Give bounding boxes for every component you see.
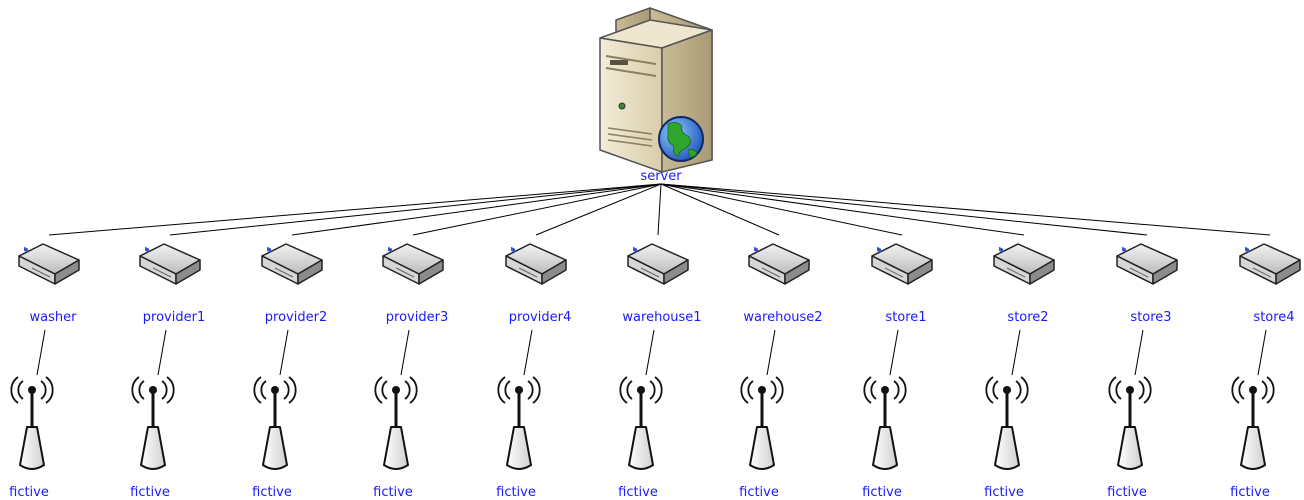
link-provider3-antenna — [400, 329, 410, 376]
antenna-label: fictive — [862, 485, 902, 500]
link-server-provider1 — [169, 183, 662, 236]
router-icon — [871, 243, 933, 285]
antenna-node-store4[interactable]: fictive — [1230, 375, 1276, 500]
device-label: provider1 — [143, 310, 205, 325]
wireless-antenna-icon — [739, 375, 785, 471]
wireless-antenna-icon — [1107, 375, 1153, 471]
device-label: provider2 — [265, 310, 327, 325]
antenna-node-warehouse1[interactable]: fictive — [618, 375, 664, 500]
router-icon — [261, 243, 323, 285]
antenna-node-provider3[interactable]: fictive — [373, 375, 419, 500]
antenna-node-washer[interactable]: fictive — [9, 375, 55, 500]
link-server-store3 — [660, 183, 1148, 236]
device-label: store1 — [885, 310, 926, 325]
link-server-warehouse2 — [660, 183, 780, 236]
antenna-node-warehouse2[interactable]: fictive — [739, 375, 785, 500]
link-server-provider2 — [291, 183, 662, 236]
device-node-provider2[interactable]: provider2 — [261, 243, 327, 325]
antenna-label: fictive — [618, 485, 658, 500]
link-store1-antenna — [889, 329, 899, 376]
wireless-antenna-icon — [252, 375, 298, 471]
antenna-label: fictive — [373, 485, 413, 500]
device-node-provider3[interactable]: provider3 — [382, 243, 448, 325]
antenna-label: fictive — [1107, 485, 1147, 500]
antenna-node-provider4[interactable]: fictive — [496, 375, 542, 500]
wireless-antenna-icon — [1230, 375, 1276, 471]
wireless-antenna-icon — [130, 375, 176, 471]
link-washer-antenna — [36, 329, 46, 376]
device-label: washer — [30, 310, 78, 325]
link-warehouse1-antenna — [645, 329, 655, 376]
device-node-warehouse1[interactable]: warehouse1 — [622, 243, 702, 325]
antenna-node-provider2[interactable]: fictive — [252, 375, 298, 500]
device-label: store3 — [1130, 310, 1171, 325]
link-store4-antenna — [1257, 329, 1267, 376]
router-icon — [627, 243, 689, 285]
wireless-antenna-icon — [373, 375, 419, 471]
router-icon — [139, 243, 201, 285]
wireless-antenna-icon — [9, 375, 55, 471]
connections — [36, 183, 1271, 376]
router-icon — [382, 243, 444, 285]
link-server-washer — [48, 183, 662, 236]
device-label: warehouse1 — [622, 310, 701, 325]
link-warehouse2-antenna — [766, 329, 776, 376]
device-node-store1[interactable]: store1 — [871, 243, 933, 325]
link-server-provider4 — [535, 183, 662, 236]
wireless-antenna-icon — [984, 375, 1030, 471]
antenna-node-store2[interactable]: fictive — [984, 375, 1030, 500]
link-store3-antenna — [1134, 329, 1144, 376]
device-label: store4 — [1253, 310, 1294, 325]
link-server-store2 — [660, 183, 1025, 236]
router-icon — [993, 243, 1055, 285]
link-provider2-antenna — [279, 329, 289, 376]
antenna-label: fictive — [496, 485, 536, 500]
antenna-node-store1[interactable]: fictive — [862, 375, 908, 500]
device-label: provider3 — [386, 310, 448, 325]
device-label: provider4 — [509, 310, 571, 325]
antenna-node-store3[interactable]: fictive — [1107, 375, 1153, 500]
antenna-label: fictive — [252, 485, 292, 500]
link-server-provider3 — [412, 183, 662, 236]
wireless-antenna-icon — [618, 375, 664, 471]
link-provider1-antenna — [157, 329, 167, 376]
server-node[interactable]: server — [599, 7, 713, 184]
antenna-label: fictive — [984, 485, 1024, 500]
device-node-store4[interactable]: store4 — [1239, 243, 1301, 325]
device-label: store2 — [1007, 310, 1048, 325]
antenna-label: fictive — [9, 485, 49, 500]
device-node-store2[interactable]: store2 — [993, 243, 1055, 325]
router-icon — [1239, 243, 1301, 285]
wireless-antenna-icon — [496, 375, 542, 471]
server-globe-icon — [599, 7, 713, 173]
server-label: server — [640, 169, 682, 184]
antenna-node-provider1[interactable]: fictive — [130, 375, 176, 500]
device-node-washer[interactable]: washer — [18, 243, 80, 325]
antenna-label: fictive — [1230, 485, 1270, 500]
link-server-store1 — [660, 183, 903, 236]
router-icon — [748, 243, 810, 285]
wireless-antenna-icon — [862, 375, 908, 471]
antenna-label: fictive — [130, 485, 170, 500]
device-label: warehouse2 — [743, 310, 822, 325]
router-icon — [505, 243, 567, 285]
link-server-store4 — [660, 183, 1271, 236]
router-icon — [18, 243, 80, 285]
device-node-warehouse2[interactable]: warehouse2 — [743, 243, 823, 325]
device-node-provider1[interactable]: provider1 — [139, 243, 205, 325]
link-server-warehouse1 — [657, 183, 662, 236]
link-provider4-antenna — [523, 329, 533, 376]
router-icon — [1116, 243, 1178, 285]
antenna-label: fictive — [739, 485, 779, 500]
device-node-provider4[interactable]: provider4 — [505, 243, 571, 325]
device-node-store3[interactable]: store3 — [1116, 243, 1178, 325]
link-store2-antenna — [1011, 329, 1021, 376]
